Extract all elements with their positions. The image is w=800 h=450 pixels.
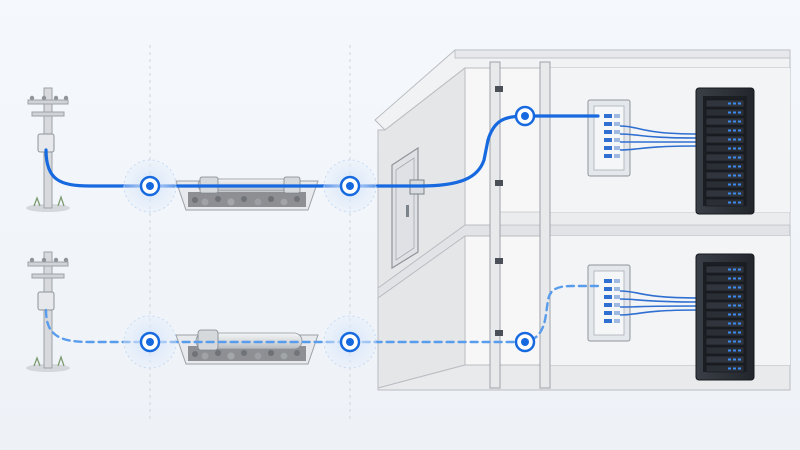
rack-led (728, 184, 731, 186)
rack-led (728, 350, 731, 352)
rack-led (733, 148, 736, 150)
rack-led (733, 368, 736, 370)
rack-led (728, 359, 731, 361)
rack-led (728, 175, 731, 177)
rack-led (728, 323, 731, 325)
rack-led (738, 148, 741, 150)
rack-led (733, 359, 736, 361)
rack-led (738, 296, 741, 298)
rack-led (728, 202, 731, 204)
rack-led (728, 112, 731, 114)
rack-led (728, 314, 731, 316)
patch-panel-icon (588, 100, 630, 176)
splice-node-icon (516, 333, 534, 351)
rack-led (738, 193, 741, 195)
rack-led (738, 166, 741, 168)
rack-led (728, 278, 731, 280)
rack-led (728, 193, 731, 195)
rack-led (728, 269, 731, 271)
rack-led (733, 130, 736, 132)
rack-led (738, 184, 741, 186)
rack-led (733, 305, 736, 307)
rack-led (733, 121, 736, 123)
rack-led (733, 139, 736, 141)
server-rack-icon (696, 254, 754, 380)
rack-led (728, 296, 731, 298)
rack-led (738, 202, 741, 204)
rack-led (728, 148, 731, 150)
rack-led (738, 157, 741, 159)
rack-led (738, 175, 741, 177)
rack-led (738, 359, 741, 361)
rack-led (733, 184, 736, 186)
splice-node-icon (124, 316, 176, 368)
rack-led (728, 130, 731, 132)
rack-led (733, 341, 736, 343)
rack-led (728, 287, 731, 289)
rack-led (738, 269, 741, 271)
rack-led (728, 305, 731, 307)
rack-led (738, 368, 741, 370)
rack-led (733, 350, 736, 352)
rack-led (738, 305, 741, 307)
rack-led (733, 314, 736, 316)
rack-led (733, 323, 736, 325)
splice-node-icon (124, 160, 176, 212)
rack-led (738, 103, 741, 105)
rack-led (738, 314, 741, 316)
patch-panel-icon (588, 265, 630, 341)
splice-node-icon (324, 160, 376, 212)
rack-led (738, 139, 741, 141)
rack-led (733, 269, 736, 271)
rack-led (733, 278, 736, 280)
rack-led (733, 112, 736, 114)
rack-led (728, 121, 731, 123)
rack-led (738, 121, 741, 123)
splice-node-icon (324, 316, 376, 368)
rack-led (738, 287, 741, 289)
rack-led (733, 332, 736, 334)
rack-led (738, 130, 741, 132)
rack-led (728, 166, 731, 168)
manhole-vault-icon (176, 177, 318, 210)
rack-led (728, 139, 731, 141)
splice-node-icon (516, 107, 534, 125)
rack-led (733, 193, 736, 195)
rack-led (738, 112, 741, 114)
rack-led (728, 103, 731, 105)
rack-led (728, 368, 731, 370)
rack-led (733, 175, 736, 177)
rack-led (738, 341, 741, 343)
rack-led (728, 332, 731, 334)
rack-led (728, 341, 731, 343)
rack-led (738, 332, 741, 334)
rack-led (733, 157, 736, 159)
rack-led (733, 287, 736, 289)
rack-led (733, 296, 736, 298)
rack-led (733, 202, 736, 204)
rack-led (733, 166, 736, 168)
rack-led (738, 278, 741, 280)
rack-led (728, 157, 731, 159)
manhole-vault-icon (176, 330, 318, 364)
rack-led (733, 103, 736, 105)
server-rack-icon (696, 88, 754, 214)
rack-led (738, 350, 741, 352)
rack-led (738, 323, 741, 325)
